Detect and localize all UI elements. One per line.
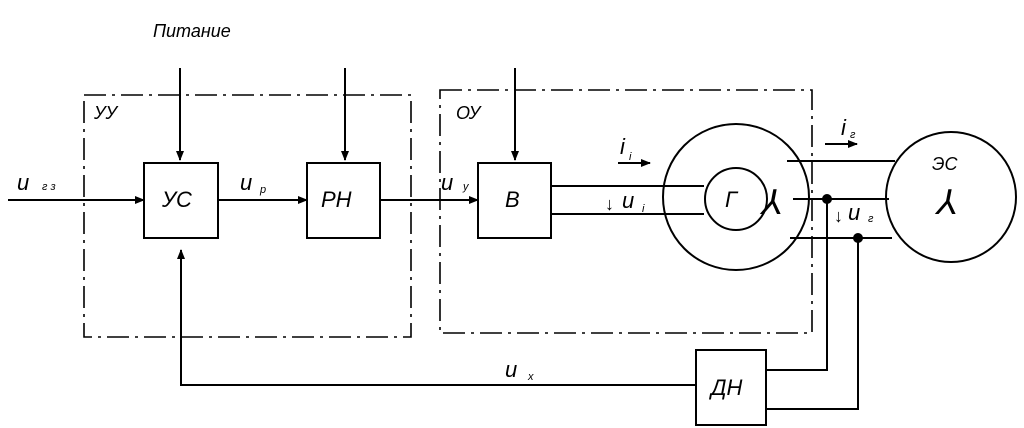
object-region [439, 89, 813, 334]
i-label: i [620, 134, 626, 159]
sense-line-1 [766, 199, 828, 371]
power-grid-circle [885, 131, 1017, 263]
u-i-arrow: ↓ [605, 194, 614, 214]
uc-block [143, 162, 219, 239]
u-i-label: u [622, 188, 634, 213]
u-i-subscript: i [642, 203, 645, 215]
object-label: ОУ [456, 103, 482, 123]
g-block-label: Г [725, 187, 739, 212]
u-g-label: u [848, 200, 860, 225]
u-gz-label: u [17, 170, 29, 195]
u-g-subscript: г [868, 213, 874, 225]
power-label: Питание [153, 21, 231, 41]
u-g-arrow: ↓ [834, 206, 843, 226]
feedback-line [177, 249, 696, 386]
control-unit-label: УУ [93, 103, 119, 123]
generator-winding-symbol: ⅄ [759, 184, 783, 222]
v-block-label: В [505, 187, 520, 212]
es-block-label: ЭС [932, 154, 958, 174]
u-gz-subscript: г з [42, 181, 56, 193]
u-x-label: u [505, 357, 517, 382]
sense-line-2 [766, 238, 859, 410]
uc-block-label: УС [161, 187, 192, 212]
v-block [477, 162, 552, 239]
u-x-subscript: х [527, 371, 534, 383]
rn-block-label: РН [321, 187, 352, 212]
grid-winding-symbol: ⅄ [934, 184, 958, 222]
generator-rotor [704, 167, 768, 231]
u-y-subscript: у [462, 181, 470, 193]
i-subscript: i [629, 151, 632, 163]
u-p-label: u [240, 170, 252, 195]
i-g-label: i [841, 115, 847, 140]
i-g-subscript: г [850, 129, 856, 141]
generator-stator [662, 123, 810, 271]
u-y-label: u [441, 170, 453, 195]
u-p-subscript: р [259, 184, 266, 196]
dn-block-label: ДН [708, 375, 742, 400]
control-unit-region [83, 94, 412, 338]
rn-block [306, 162, 381, 239]
dn-block [695, 349, 767, 426]
